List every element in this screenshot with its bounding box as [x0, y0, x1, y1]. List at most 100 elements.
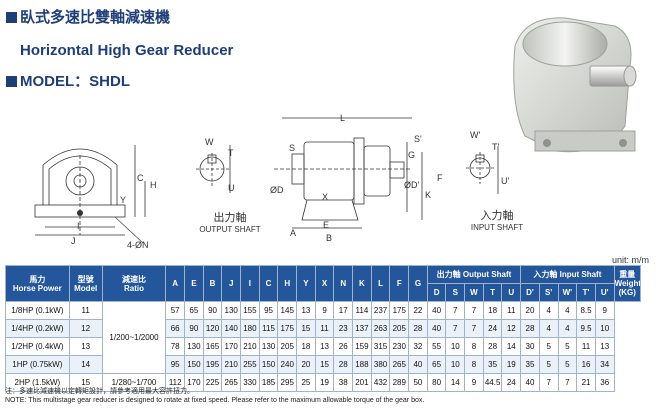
model-cell: 14	[68, 355, 103, 374]
dim-e: E	[323, 220, 330, 230]
value-cell: 28	[333, 355, 354, 374]
dim-a: A	[290, 228, 297, 238]
dim-w: W	[205, 137, 214, 147]
dim-l: L	[340, 113, 346, 123]
value-cell: 13	[314, 337, 335, 356]
value-cell: 225	[202, 373, 223, 392]
dim-i-header: I	[240, 265, 260, 302]
out-s-header: S	[445, 283, 466, 302]
dim-c-header: C	[258, 265, 279, 302]
value-cell: 237	[370, 301, 391, 320]
front-view-drawing	[34, 145, 146, 244]
ratio-cell: 1/200~1/2000	[101, 301, 167, 374]
value-cell: 38	[333, 373, 354, 392]
hp-cell: 2HP (1.5kW)	[5, 373, 70, 392]
square-bullet-icon	[6, 12, 17, 23]
value-cell: 15	[296, 319, 316, 338]
dim-y-header: Y	[296, 265, 316, 302]
value-cell: 165	[202, 337, 223, 356]
value-cell: 11	[314, 319, 335, 338]
value-cell: 210	[240, 337, 260, 356]
value-cell: 80	[426, 373, 447, 392]
bolt-label: 4-ØN	[127, 240, 149, 250]
value-cell: 5	[557, 355, 578, 374]
dim-h-header: H	[277, 265, 298, 302]
value-cell: 65	[184, 301, 204, 320]
note-cn: 注：多速比減速機以定轉矩設計，請參考適用最大容許扭力。	[5, 388, 194, 395]
out-w-header: W	[464, 283, 484, 302]
dim-w-prime: W'	[470, 130, 481, 140]
dim-e-header: E	[184, 265, 204, 302]
dim-f: F	[437, 173, 443, 183]
value-cell: 40	[426, 301, 447, 320]
value-cell: 5	[538, 337, 559, 356]
value-cell: 175	[389, 301, 410, 320]
value-cell: 8	[464, 355, 484, 374]
value-cell: 21	[576, 373, 596, 392]
value-cell: 170	[221, 337, 242, 356]
value-cell: 130	[221, 301, 242, 320]
value-cell: 155	[240, 301, 260, 320]
dim-d-prime: ØD'	[404, 180, 420, 190]
value-cell: 7	[464, 301, 484, 320]
value-cell: 205	[389, 319, 410, 338]
value-cell: 14	[501, 337, 522, 356]
dim-d-dia: ØD	[270, 185, 284, 195]
value-cell: 78	[165, 337, 186, 356]
input-cn: 入力軸	[480, 210, 514, 222]
model-cell: 15	[68, 373, 103, 392]
dim-x-header: X	[314, 265, 335, 302]
value-cell: 11	[576, 337, 596, 356]
value-cell: 20	[296, 355, 316, 374]
value-cell: 240	[277, 355, 298, 374]
input-shaft-drawing	[466, 146, 499, 194]
value-cell: 28	[408, 319, 428, 338]
value-cell: 95	[165, 355, 186, 374]
title-en: Horizontal High Gear Reducer	[20, 42, 234, 59]
dim-t: T	[228, 148, 234, 158]
notes: 注：多速比減速機以定轉矩設計，請參考適用最大容許扭力。 NOTE: This m…	[5, 387, 424, 405]
dim-y: Y	[120, 195, 127, 205]
value-cell: 4	[557, 301, 578, 320]
value-cell: 35	[482, 355, 503, 374]
value-cell: 5	[538, 355, 559, 374]
title-cn-text: 臥式多速比雙軸減速機	[20, 9, 171, 26]
dim-j: J	[71, 236, 76, 246]
ratio-cell: 1/280~1/700	[101, 373, 167, 392]
in-s-header: S'	[538, 283, 559, 302]
dim-n-header: N	[333, 265, 354, 302]
dim-s: S	[289, 143, 296, 153]
value-cell: 17	[333, 301, 354, 320]
output-shaft-caption: 出力軸 OUTPUT SHAFT	[195, 209, 265, 234]
in-t-header: T'	[576, 283, 596, 302]
value-cell: 10	[445, 355, 466, 374]
value-cell: 90	[202, 301, 223, 320]
value-cell: 195	[202, 355, 223, 374]
value-cell: 32	[408, 337, 428, 356]
value-cell: 11	[501, 301, 522, 320]
input-shaft-header: 入力軸 Input Shaft	[520, 265, 615, 284]
dim-l-header: L	[370, 265, 391, 302]
dim-t-prime: T'	[492, 142, 500, 152]
value-cell: 9	[314, 301, 335, 320]
value-cell: 145	[277, 301, 298, 320]
value-cell: 12	[501, 319, 522, 338]
value-cell: 9.5	[576, 319, 596, 338]
output-shaft-drawing	[196, 145, 231, 193]
input-en: INPUT SHAFT	[470, 223, 524, 232]
value-cell: 9	[464, 373, 484, 392]
value-cell: 95	[258, 301, 279, 320]
gear-reducer-photo	[513, 17, 637, 153]
dim-c: C	[137, 173, 144, 183]
value-cell: 4	[557, 319, 578, 338]
value-cell: 295	[277, 373, 298, 392]
value-cell: 35	[520, 355, 540, 374]
value-cell: 57	[165, 301, 186, 320]
value-cell: 130	[258, 337, 279, 356]
value-cell: 34	[594, 355, 615, 374]
value-cell: 7	[538, 373, 559, 392]
value-cell: 40	[408, 355, 428, 374]
value-cell: 66	[165, 319, 186, 338]
value-cell: 18	[296, 337, 316, 356]
